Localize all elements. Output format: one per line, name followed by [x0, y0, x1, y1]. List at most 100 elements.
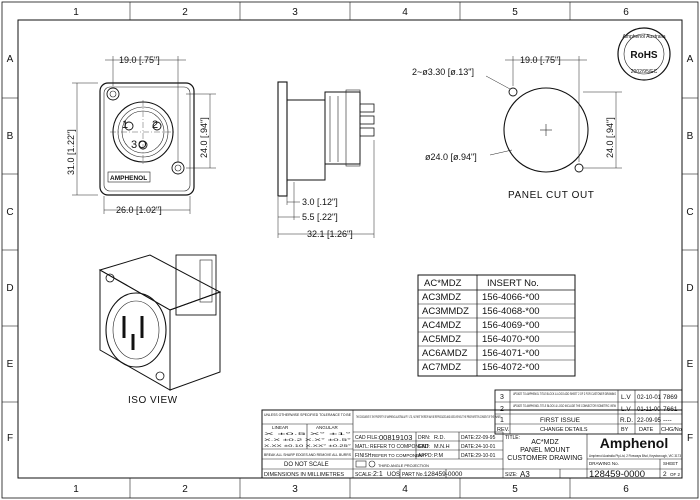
column-label: 1 — [73, 7, 79, 18]
dim-a-label: 3.0 [.12"] — [302, 197, 338, 207]
solder-tab — [359, 115, 375, 125]
sheet-label: SHEET — [663, 461, 678, 466]
table-cell: 156-4071-*00 — [482, 348, 540, 359]
column-label: 2 — [182, 484, 188, 495]
iso-connector-face — [105, 292, 167, 368]
row-label: B — [7, 131, 14, 142]
dim-c-label: 32.1 [1.26"] — [307, 229, 353, 239]
column-label: 4 — [402, 484, 408, 495]
row-label: A — [7, 54, 14, 65]
scale-label: SCALE: — [355, 472, 373, 478]
cad-file-label: CAD FILE: — [355, 435, 379, 441]
row-label: E — [687, 359, 694, 370]
column-label: 3 — [292, 484, 298, 495]
table-cell: AC7MDZ — [422, 362, 461, 373]
rev-number: 1 — [500, 417, 504, 424]
row-label: C — [6, 207, 13, 218]
drawing-number-label: DRAWING No. — [589, 461, 619, 466]
rev-header: CHANGE DETAILS — [540, 427, 588, 433]
column-label: 1 — [73, 484, 79, 495]
tolerance-angular-label: ANGULAR — [316, 425, 339, 430]
drawn-by-value: R.D. — [434, 435, 445, 441]
column-label: 5 — [512, 484, 518, 495]
tolerance-row: X.X ±0.2 X.X° ±0.5° — [264, 438, 352, 442]
title-block: UNLESS OTHERWISE SPECIFIED TOLERANCE TO … — [261, 409, 683, 480]
dimension-units-note: DIMENSIONS IN MILLIMETRES — [264, 472, 344, 478]
material-value: REFER TO COMPONENT — [370, 444, 429, 450]
brand-mark: AMPHENOL — [110, 175, 147, 182]
tolerance-row: X ±0.5 X° ±1° — [264, 432, 353, 436]
row-label: D — [6, 283, 13, 294]
column-label: 6 — [623, 7, 629, 18]
cutout-hole — [574, 163, 584, 173]
part-number-label: PART No.: — [402, 472, 425, 478]
dim-width-label: 19.0 [.75"] — [119, 55, 160, 65]
table-cell: 156-4068-*00 — [482, 306, 540, 317]
material-label: MATL: — [355, 444, 369, 450]
side-view: 3.0 [.12"] 5.5 [.22"] 32.1 [1.26"] — [277, 81, 375, 239]
approved-by-label: APPD: — [418, 453, 433, 459]
iso-rear-housing — [175, 254, 217, 316]
iso-view-label: ISO VIEW — [128, 395, 178, 406]
checked-by-label: CKD: — [418, 444, 430, 450]
table-cell: 156-4069-*00 — [482, 320, 540, 331]
solder-tab — [359, 103, 375, 113]
pin-1-label: 1 — [122, 119, 128, 131]
rev-by: L.V — [621, 394, 631, 401]
cutout-title: PANEL CUT OUT — [508, 190, 595, 201]
projection-note: THIRD ANGLE PROJECTION — [378, 464, 429, 468]
sheet-total: OF 2 — [670, 472, 680, 477]
sheet-number: 2 — [663, 471, 667, 478]
company-address: Amphenol Australia Pty.Ltd, 2 Fiveways B… — [589, 454, 681, 458]
row-label: B — [687, 131, 694, 142]
drawn-by-label: DRN: — [418, 435, 430, 441]
scale-value: 2:1 — [373, 471, 383, 478]
size-value: A3 — [520, 470, 530, 479]
pin-2-label: 2 — [152, 119, 158, 131]
rev-header: BY — [621, 427, 629, 433]
iso-view: ISO VIEW — [98, 254, 222, 406]
solder-tab — [359, 127, 375, 137]
part-number-value: 128459-0000 — [424, 471, 463, 478]
rohs-stamp: Amphenol Australia RoHS 2002/95/EC — [617, 27, 671, 81]
inner-border — [17, 19, 683, 479]
column-label: 2 — [182, 7, 188, 18]
title-line: PANEL MOUNT — [520, 447, 571, 454]
table-cell: 156-4070-*00 — [482, 334, 540, 345]
scale-unit: UOS — [387, 472, 400, 478]
rev-header: DATE — [639, 427, 654, 433]
cutout-hole — [508, 87, 518, 97]
cutout-dim-width-label: 19.0 [.75"] — [520, 55, 561, 65]
stamp-middle-text: RoHS — [630, 50, 658, 61]
flange-inner — [103, 86, 191, 192]
stamp-bottom-text: 2002/95/EC — [631, 69, 658, 75]
finish-value: REFER TO COMPONENT — [372, 453, 425, 458]
pin-3-label: 3 — [131, 139, 137, 151]
rev-number: 3 — [500, 394, 504, 401]
approved-date: DATE:29-10-01 — [461, 453, 496, 459]
insert-table: AC*MDZ INSERT No. AC3MDZ 156-4066-*00 AC… — [417, 274, 576, 377]
cutout-circle — [503, 87, 589, 173]
stamp-top-text: Amphenol Australia — [622, 34, 665, 40]
rev-description: UPDATE TO AMPHENOL TITLE BLOCK & LOGO AD… — [513, 392, 616, 396]
side-flange — [277, 81, 288, 197]
table-cell: AC6AMDZ — [422, 348, 468, 359]
panel-cutout-view: 2~ø3.30 [ø.13"] 19.0 [.75"] 24.0 [.94"] … — [412, 55, 622, 201]
rev-description: UPDATE TO AMPHENOL TITLE BLOCK & LOGO IN… — [513, 404, 616, 408]
rev-date: 22-09-95 — [637, 418, 662, 424]
table-cell: AC5MDZ — [422, 334, 461, 345]
row-label: E — [7, 359, 14, 370]
dim-b-label: 5.5 [.22"] — [302, 212, 338, 222]
title-line: CUSTOMER DRAWING — [507, 455, 582, 462]
pin-contact — [152, 121, 162, 131]
column-label: 3 — [292, 7, 298, 18]
tolerance-title: UNLESS OTHERWISE SPECIFIED TOLERANCE TO … — [264, 412, 351, 417]
table-header: INSERT No. — [487, 278, 539, 289]
drawn-date: DATE:22-09-95 — [461, 435, 496, 441]
rev-header: CHG/No — [661, 427, 682, 433]
cad-file-value: 00819103 — [379, 433, 412, 442]
